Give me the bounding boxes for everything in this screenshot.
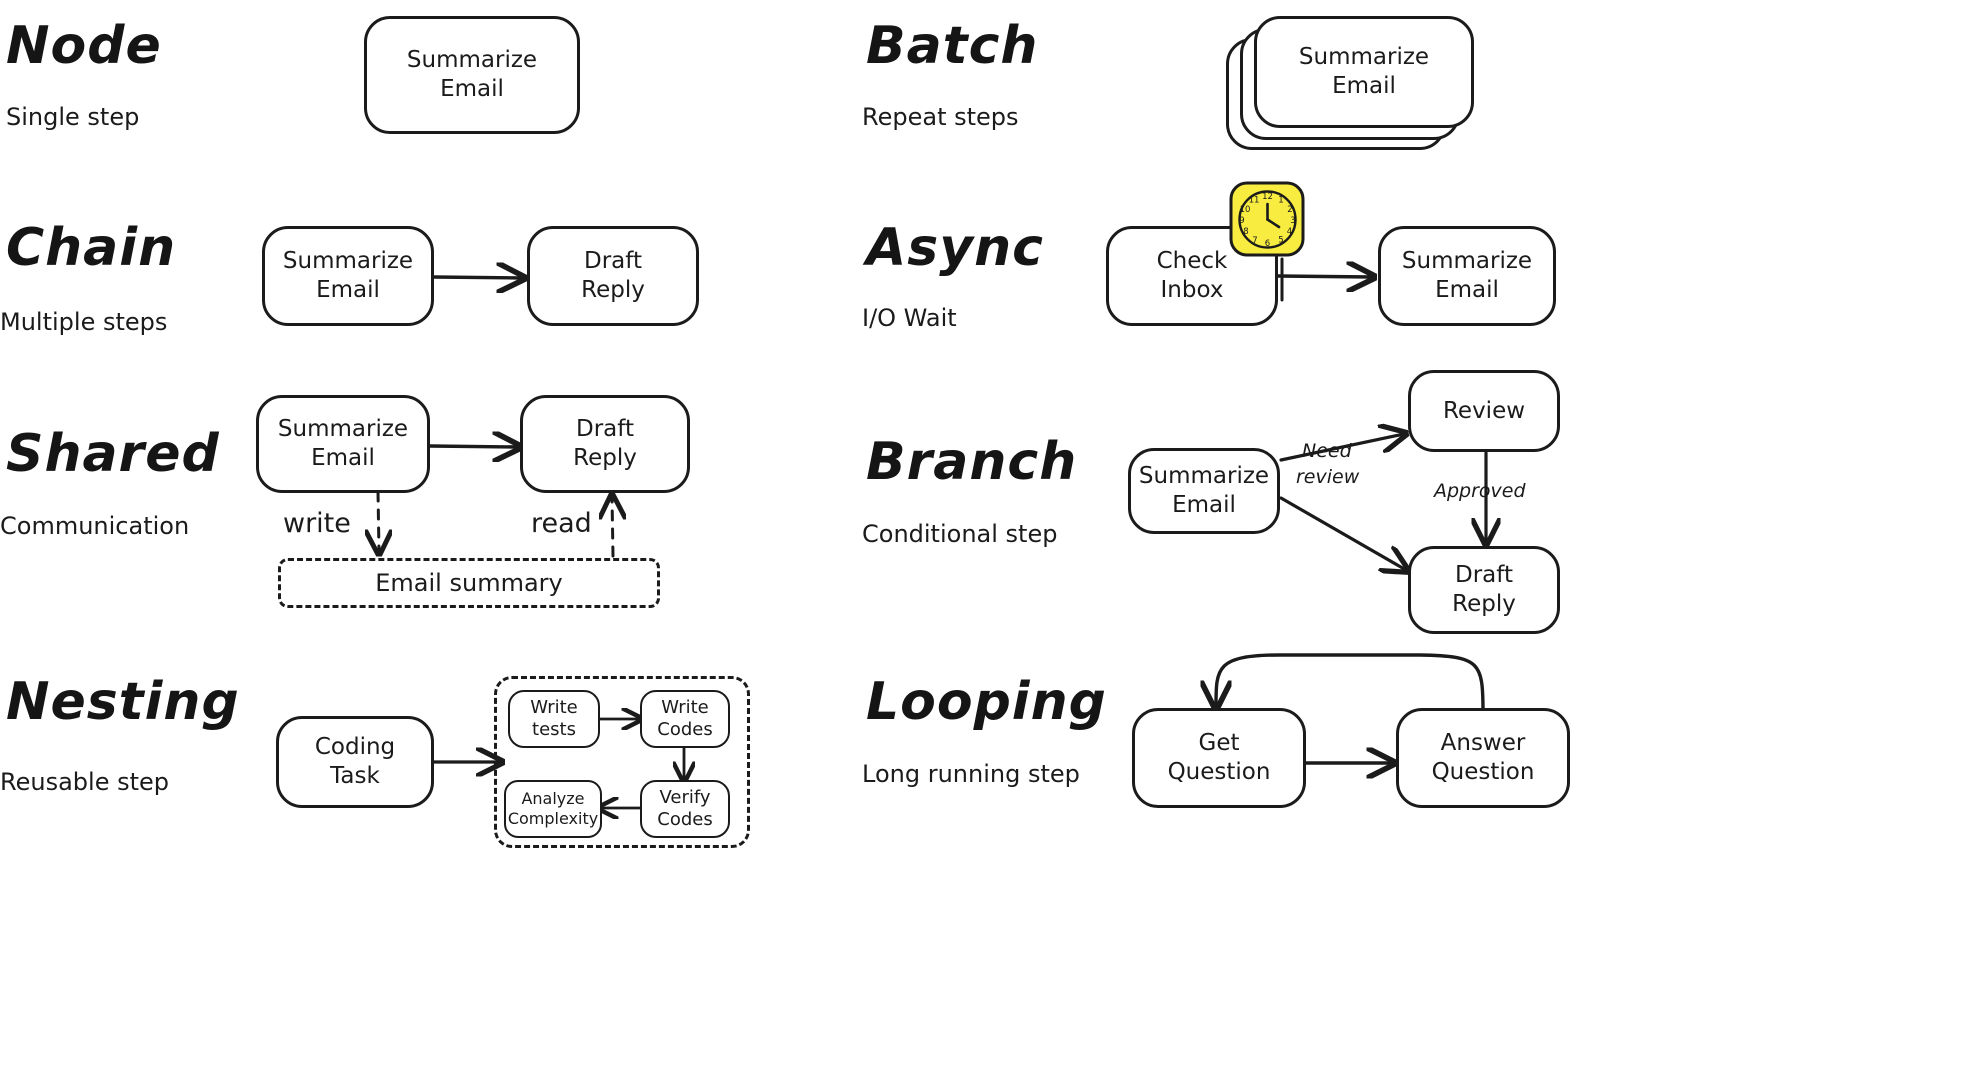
section-title-looping: Looping	[866, 672, 1107, 732]
node-write-tests[interactable]: Write tests	[508, 690, 600, 748]
svg-text:10: 10	[1240, 205, 1251, 215]
node-check-inbox[interactable]: Check Inbox	[1106, 226, 1278, 326]
edge-label-write: write	[283, 508, 351, 539]
node-chain-summarize-email[interactable]: Summarize Email	[262, 226, 434, 326]
svg-text:11: 11	[1249, 196, 1260, 206]
nesting-inner-group	[494, 676, 750, 848]
edge-label-need: Need	[1302, 440, 1352, 462]
node-label: Draft Reply	[573, 416, 637, 471]
shared-store-email-summary[interactable]: Email summary	[278, 558, 660, 608]
node-chain-draft-reply[interactable]: Draft Reply	[527, 226, 699, 326]
svg-text:2: 2	[1287, 205, 1292, 215]
section-subtitle-batch: Repeat steps	[862, 103, 1019, 131]
svg-text:3: 3	[1290, 216, 1295, 226]
section-subtitle-branch: Conditional step	[862, 520, 1058, 548]
node-label: Review	[1442, 397, 1526, 424]
svg-text:8: 8	[1243, 227, 1248, 237]
section-title-chain: Chain	[6, 218, 177, 278]
node-get-question[interactable]: Get Question	[1132, 708, 1306, 808]
node-label: Draft Reply	[1452, 562, 1516, 617]
node-label: Coding Task	[314, 734, 396, 789]
node-label: Analyze Complexity	[507, 789, 599, 828]
edge-label-review: review	[1296, 466, 1360, 488]
section-title-async: Async	[866, 218, 1044, 278]
section-title-shared: Shared	[6, 424, 220, 484]
shared-store-label: Email summary	[375, 569, 563, 597]
svg-text:4: 4	[1287, 227, 1292, 237]
edge-label-read: read	[531, 508, 592, 539]
svg-text:1: 1	[1278, 196, 1283, 206]
node-label: Summarize Email	[1401, 248, 1533, 303]
node-label: Verify Codes	[657, 786, 713, 831]
node-async-summarize-email[interactable]: Summarize Email	[1378, 226, 1556, 326]
node-summarize-email[interactable]: Summarize Email	[364, 16, 580, 134]
section-subtitle-looping: Long running step	[862, 760, 1080, 788]
section-subtitle-chain: Multiple steps	[0, 308, 168, 336]
node-label: Get Question	[1167, 730, 1271, 785]
section-title-nesting: Nesting	[6, 672, 240, 732]
node-answer-question[interactable]: Answer Question	[1396, 708, 1570, 808]
node-label: Summarize Email	[277, 416, 409, 471]
section-title-batch: Batch	[866, 16, 1039, 76]
node-coding-task[interactable]: Coding Task	[276, 716, 434, 808]
node-write-codes[interactable]: Write Codes	[640, 690, 730, 748]
svg-text:7: 7	[1252, 236, 1257, 246]
section-subtitle-shared: Communication	[0, 512, 190, 540]
node-label: Summarize Email	[1298, 44, 1430, 99]
node-label: Summarize Email	[282, 248, 414, 303]
node-shared-summarize-email[interactable]: Summarize Email	[256, 395, 430, 493]
node-label: Write tests	[530, 696, 578, 741]
section-title-node: Node	[6, 16, 162, 76]
edge-label-approved: Approved	[1434, 480, 1526, 502]
node-branch-draft-reply[interactable]: Draft Reply	[1408, 546, 1560, 634]
svg-text:12: 12	[1262, 192, 1273, 202]
node-branch-summarize-email[interactable]: Summarize Email	[1128, 448, 1280, 534]
node-label: Summarize Email	[406, 47, 538, 102]
node-verify-codes[interactable]: Verify Codes	[640, 780, 730, 838]
clock-icon: 12 1 2 3 4 5 6 7 8 9 10 11	[1228, 180, 1308, 260]
svg-text:6: 6	[1265, 239, 1270, 249]
node-label: Answer Question	[1431, 730, 1535, 785]
section-title-branch: Branch	[866, 432, 1078, 492]
node-shared-draft-reply[interactable]: Draft Reply	[520, 395, 690, 493]
batch-stack-card-front[interactable]: Summarize Email	[1254, 16, 1474, 128]
section-subtitle-node: Single step	[6, 103, 140, 131]
node-label: Draft Reply	[581, 248, 645, 303]
svg-text:5: 5	[1278, 236, 1283, 246]
section-subtitle-nesting: Reusable step	[0, 768, 169, 796]
node-label: Summarize Email	[1138, 463, 1270, 518]
svg-text:9: 9	[1239, 216, 1244, 226]
node-label: Check Inbox	[1156, 248, 1228, 303]
node-review[interactable]: Review	[1408, 370, 1560, 452]
node-label: Write Codes	[657, 696, 713, 741]
node-analyze-complexity[interactable]: Analyze Complexity	[504, 780, 602, 838]
section-subtitle-async: I/O Wait	[862, 304, 957, 332]
